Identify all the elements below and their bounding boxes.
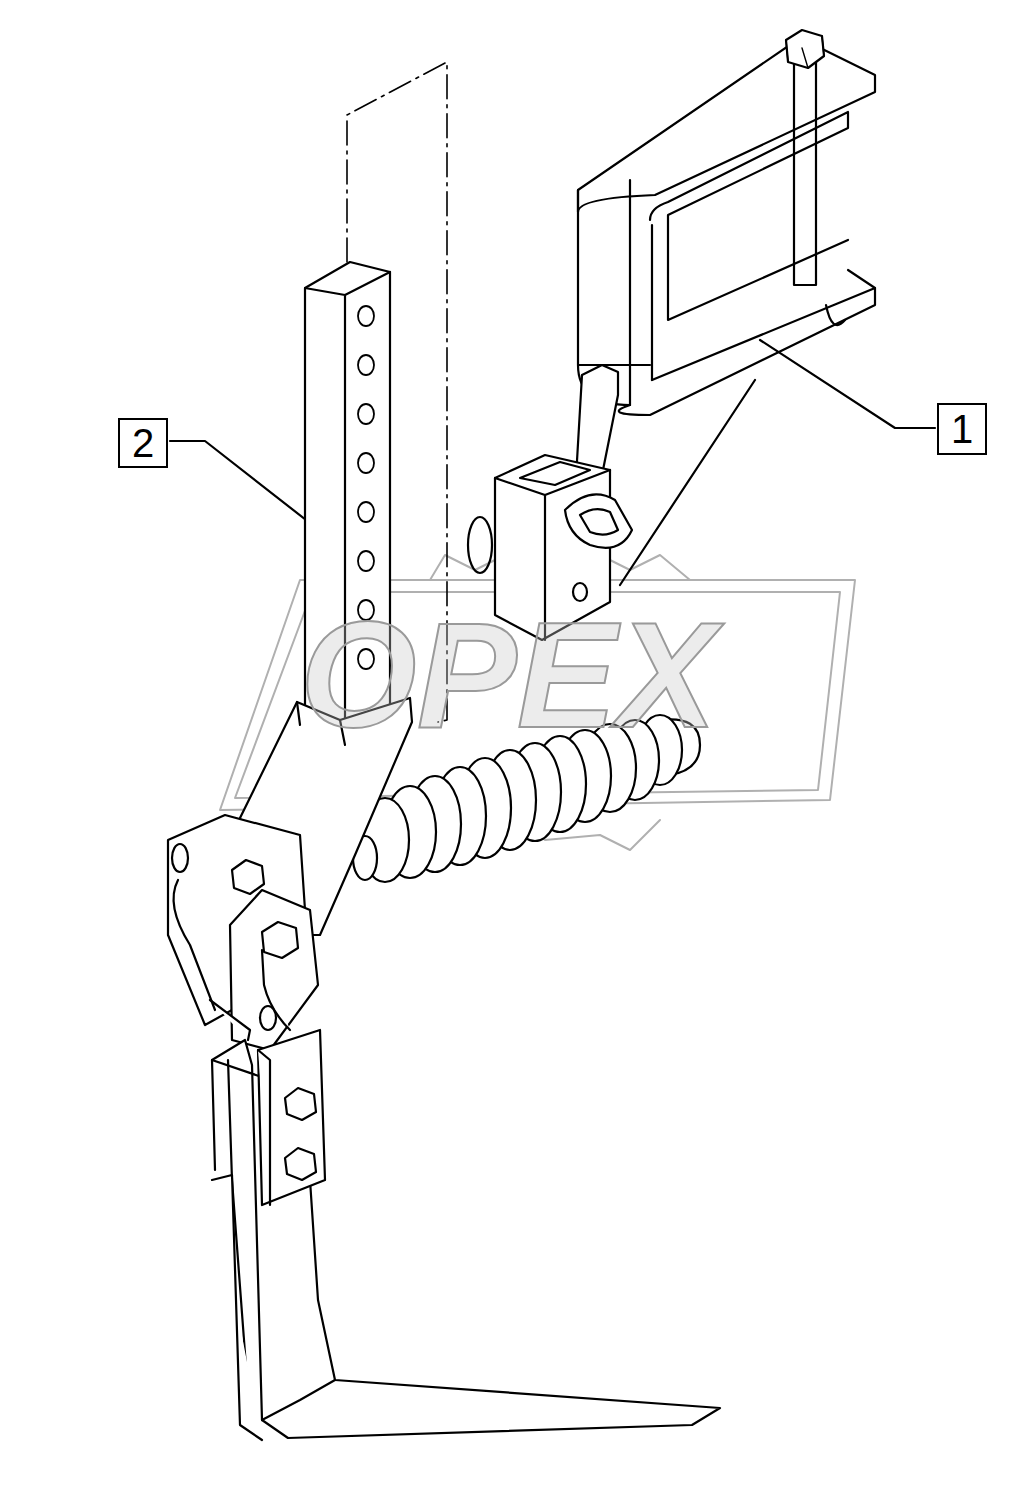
callout-box: 1 [937, 403, 987, 455]
holder-block [468, 365, 632, 640]
callout-number: 2 [132, 423, 154, 463]
shank-and-sweep [212, 1030, 720, 1440]
callout-box: 2 [118, 418, 168, 468]
pivot-plates [168, 698, 412, 1050]
callout-number: 1 [951, 409, 973, 449]
leader-line [760, 340, 935, 428]
clamp-bracket [578, 30, 875, 585]
watermark-text: OPEX [300, 600, 717, 750]
